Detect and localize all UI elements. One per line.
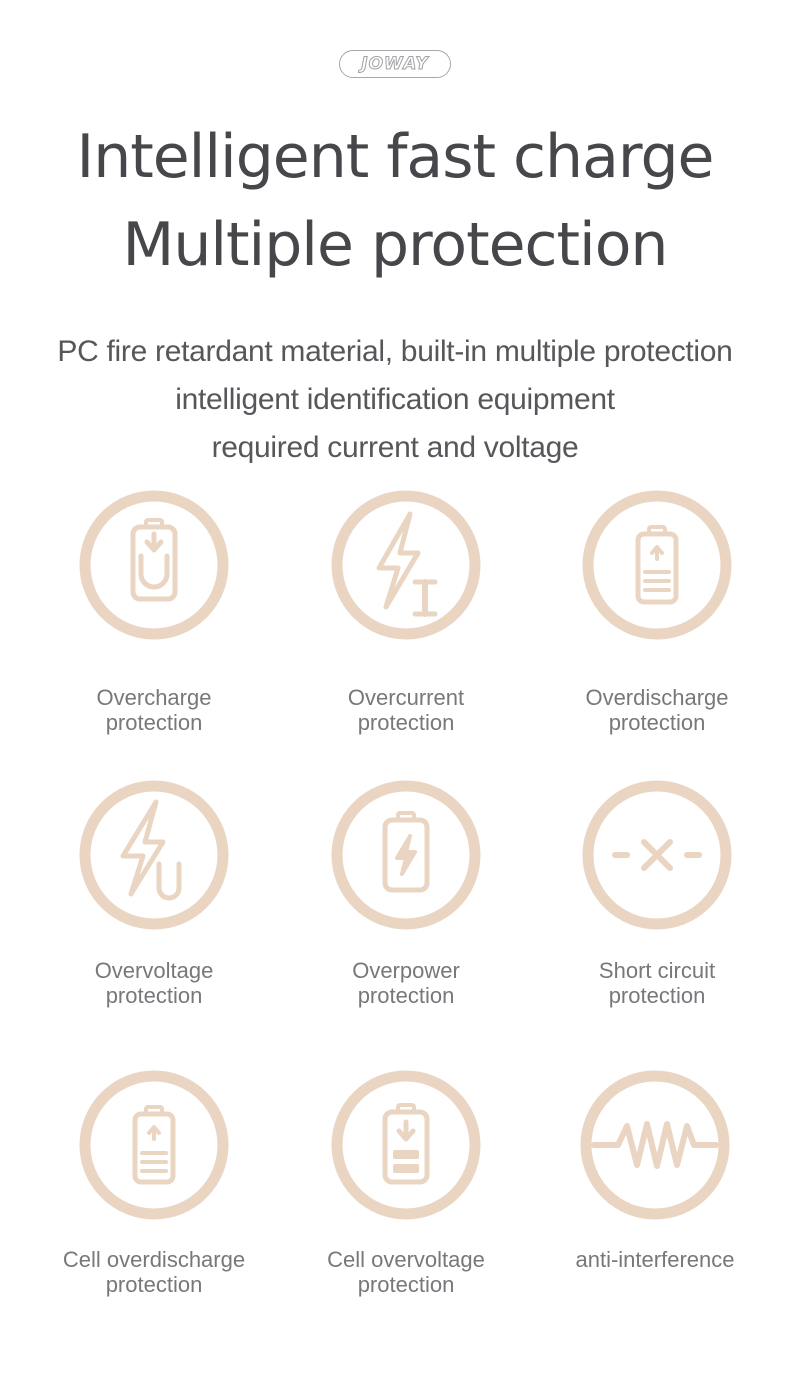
waveform-icon xyxy=(580,1070,730,1220)
brand-logo: JOWAY xyxy=(339,50,451,78)
subtitle-line-1: PC fire retardant material, built-in mul… xyxy=(57,335,733,368)
battery-up-arrow-icon xyxy=(79,1070,229,1220)
lightning-u-icon xyxy=(79,780,229,930)
subtitle-line-3: required current and voltage xyxy=(211,431,579,464)
subtitle-line-2: intelligent identification equipment xyxy=(175,383,615,416)
lightning-i-icon xyxy=(331,490,481,640)
headline-line-1: Intelligent fast charge xyxy=(76,122,715,192)
headline-line-2: Multiple protection xyxy=(122,210,669,280)
feature-label: anti-interference xyxy=(575,1247,735,1272)
battery-up-arrow-icon xyxy=(582,490,732,640)
battery-down-arrow-icon xyxy=(331,1070,481,1220)
battery-charge-u-icon xyxy=(79,490,229,640)
battery-lightning-icon xyxy=(331,780,481,930)
short-circuit-icon xyxy=(582,780,732,930)
brand-logo-text: JOWAY xyxy=(361,54,429,75)
